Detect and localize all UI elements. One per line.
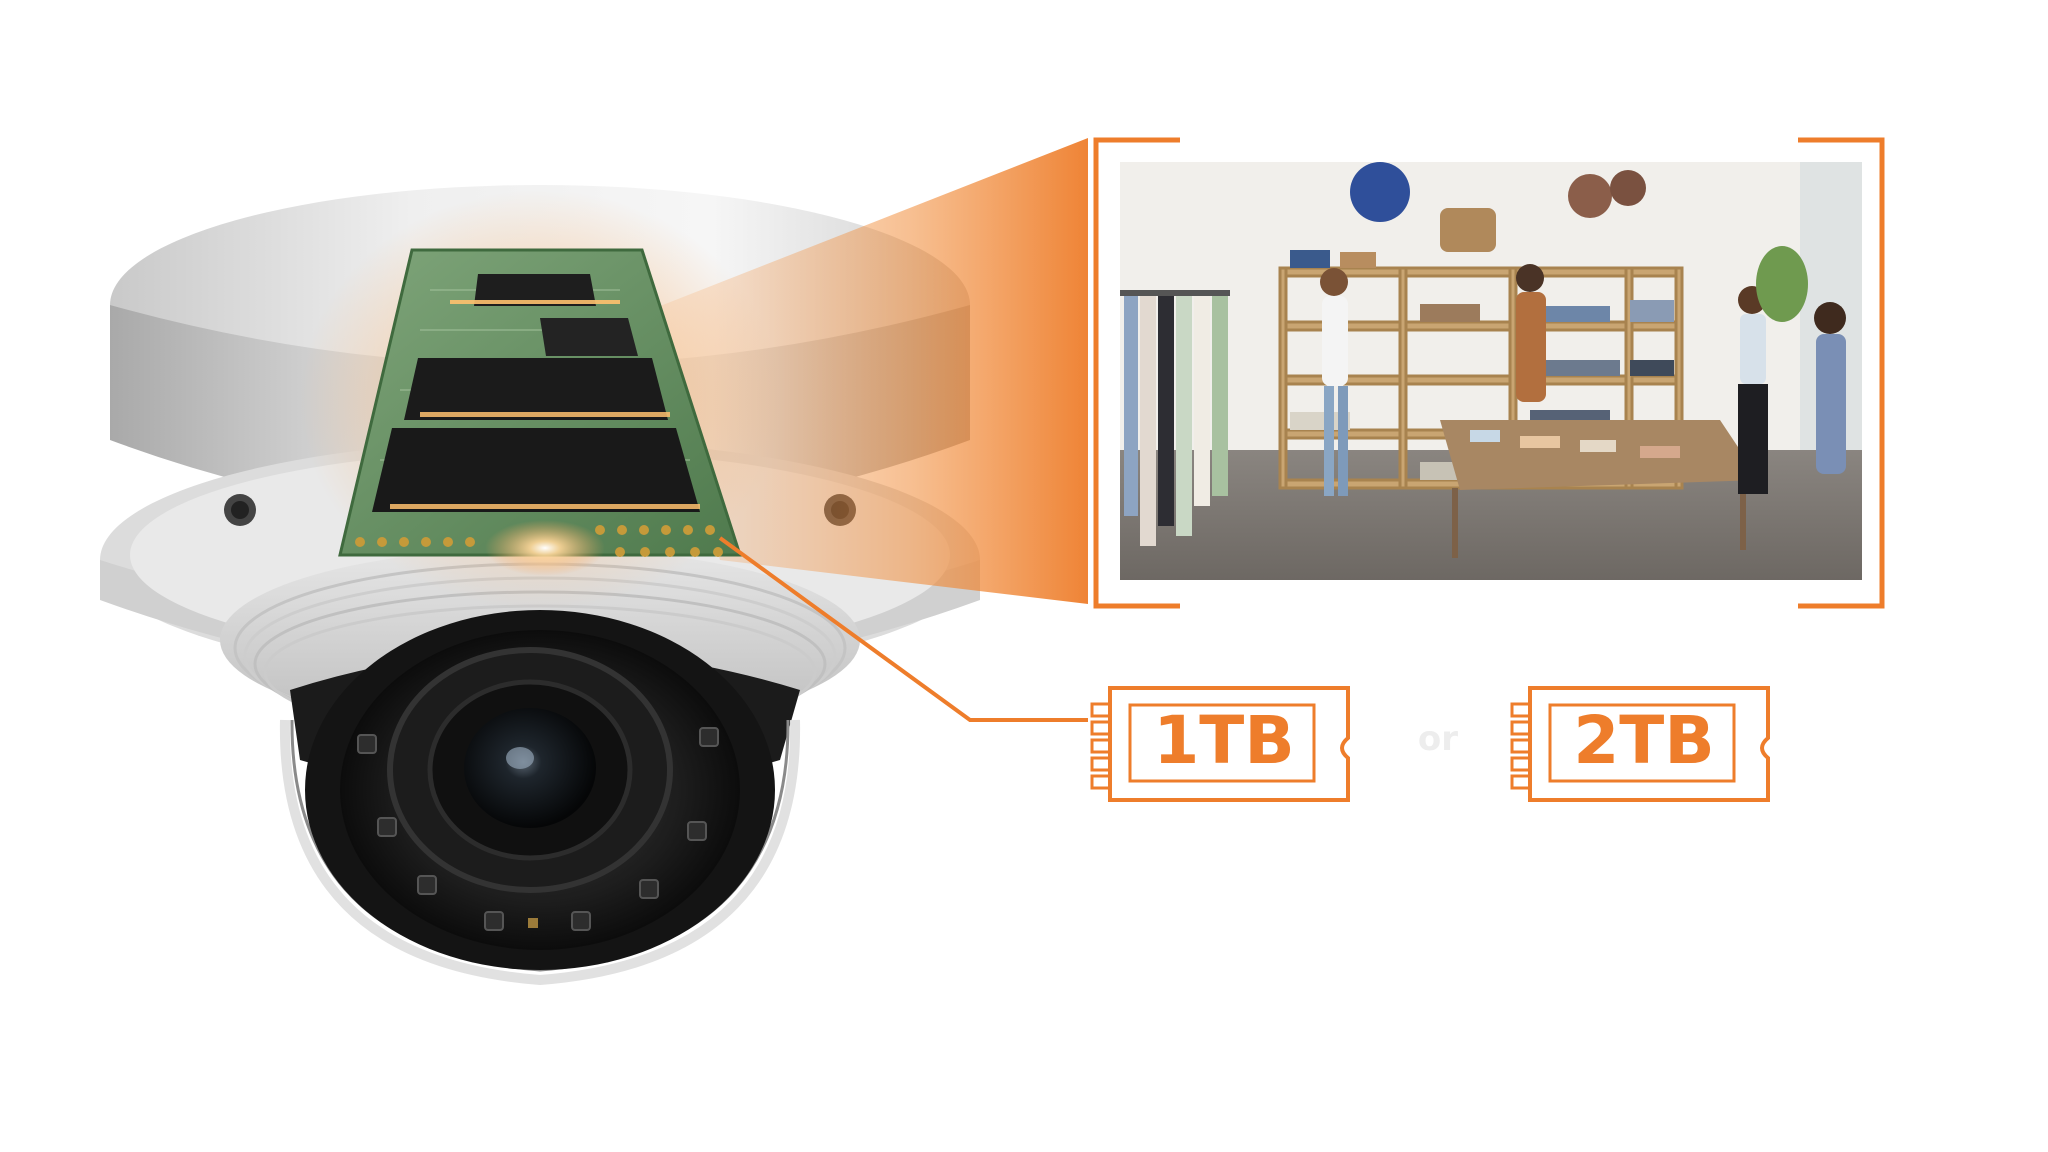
glass-dome xyxy=(279,719,801,986)
storage-card-2tb xyxy=(1510,686,1770,802)
ssd-card-icon xyxy=(300,190,780,610)
storage-option-2tb-label: 2TB xyxy=(1573,702,1715,779)
connector-line xyxy=(718,536,1088,722)
chip-4 xyxy=(372,428,700,512)
lens-glass xyxy=(464,708,596,828)
shopper-woman-far-right xyxy=(1814,302,1846,474)
shopper-man-center xyxy=(1516,264,1546,402)
storage-card-1tb xyxy=(1090,686,1350,802)
shopper-woman-left xyxy=(1320,268,1348,496)
storage-option-1tb-label: 1TB xyxy=(1153,702,1295,779)
photo-frame-brackets xyxy=(1093,137,1885,609)
chip-1 xyxy=(474,274,596,306)
ir-leds xyxy=(357,727,719,931)
separator-or-label: or xyxy=(1417,719,1459,759)
chip-3 xyxy=(404,358,668,420)
projection-beam xyxy=(650,138,1088,604)
gold-contacts xyxy=(355,525,723,557)
shopper-woman-right xyxy=(1738,286,1768,494)
wall-decor-disc xyxy=(1350,162,1410,222)
chip-2 xyxy=(540,318,638,356)
store-footage-image xyxy=(1120,162,1862,580)
